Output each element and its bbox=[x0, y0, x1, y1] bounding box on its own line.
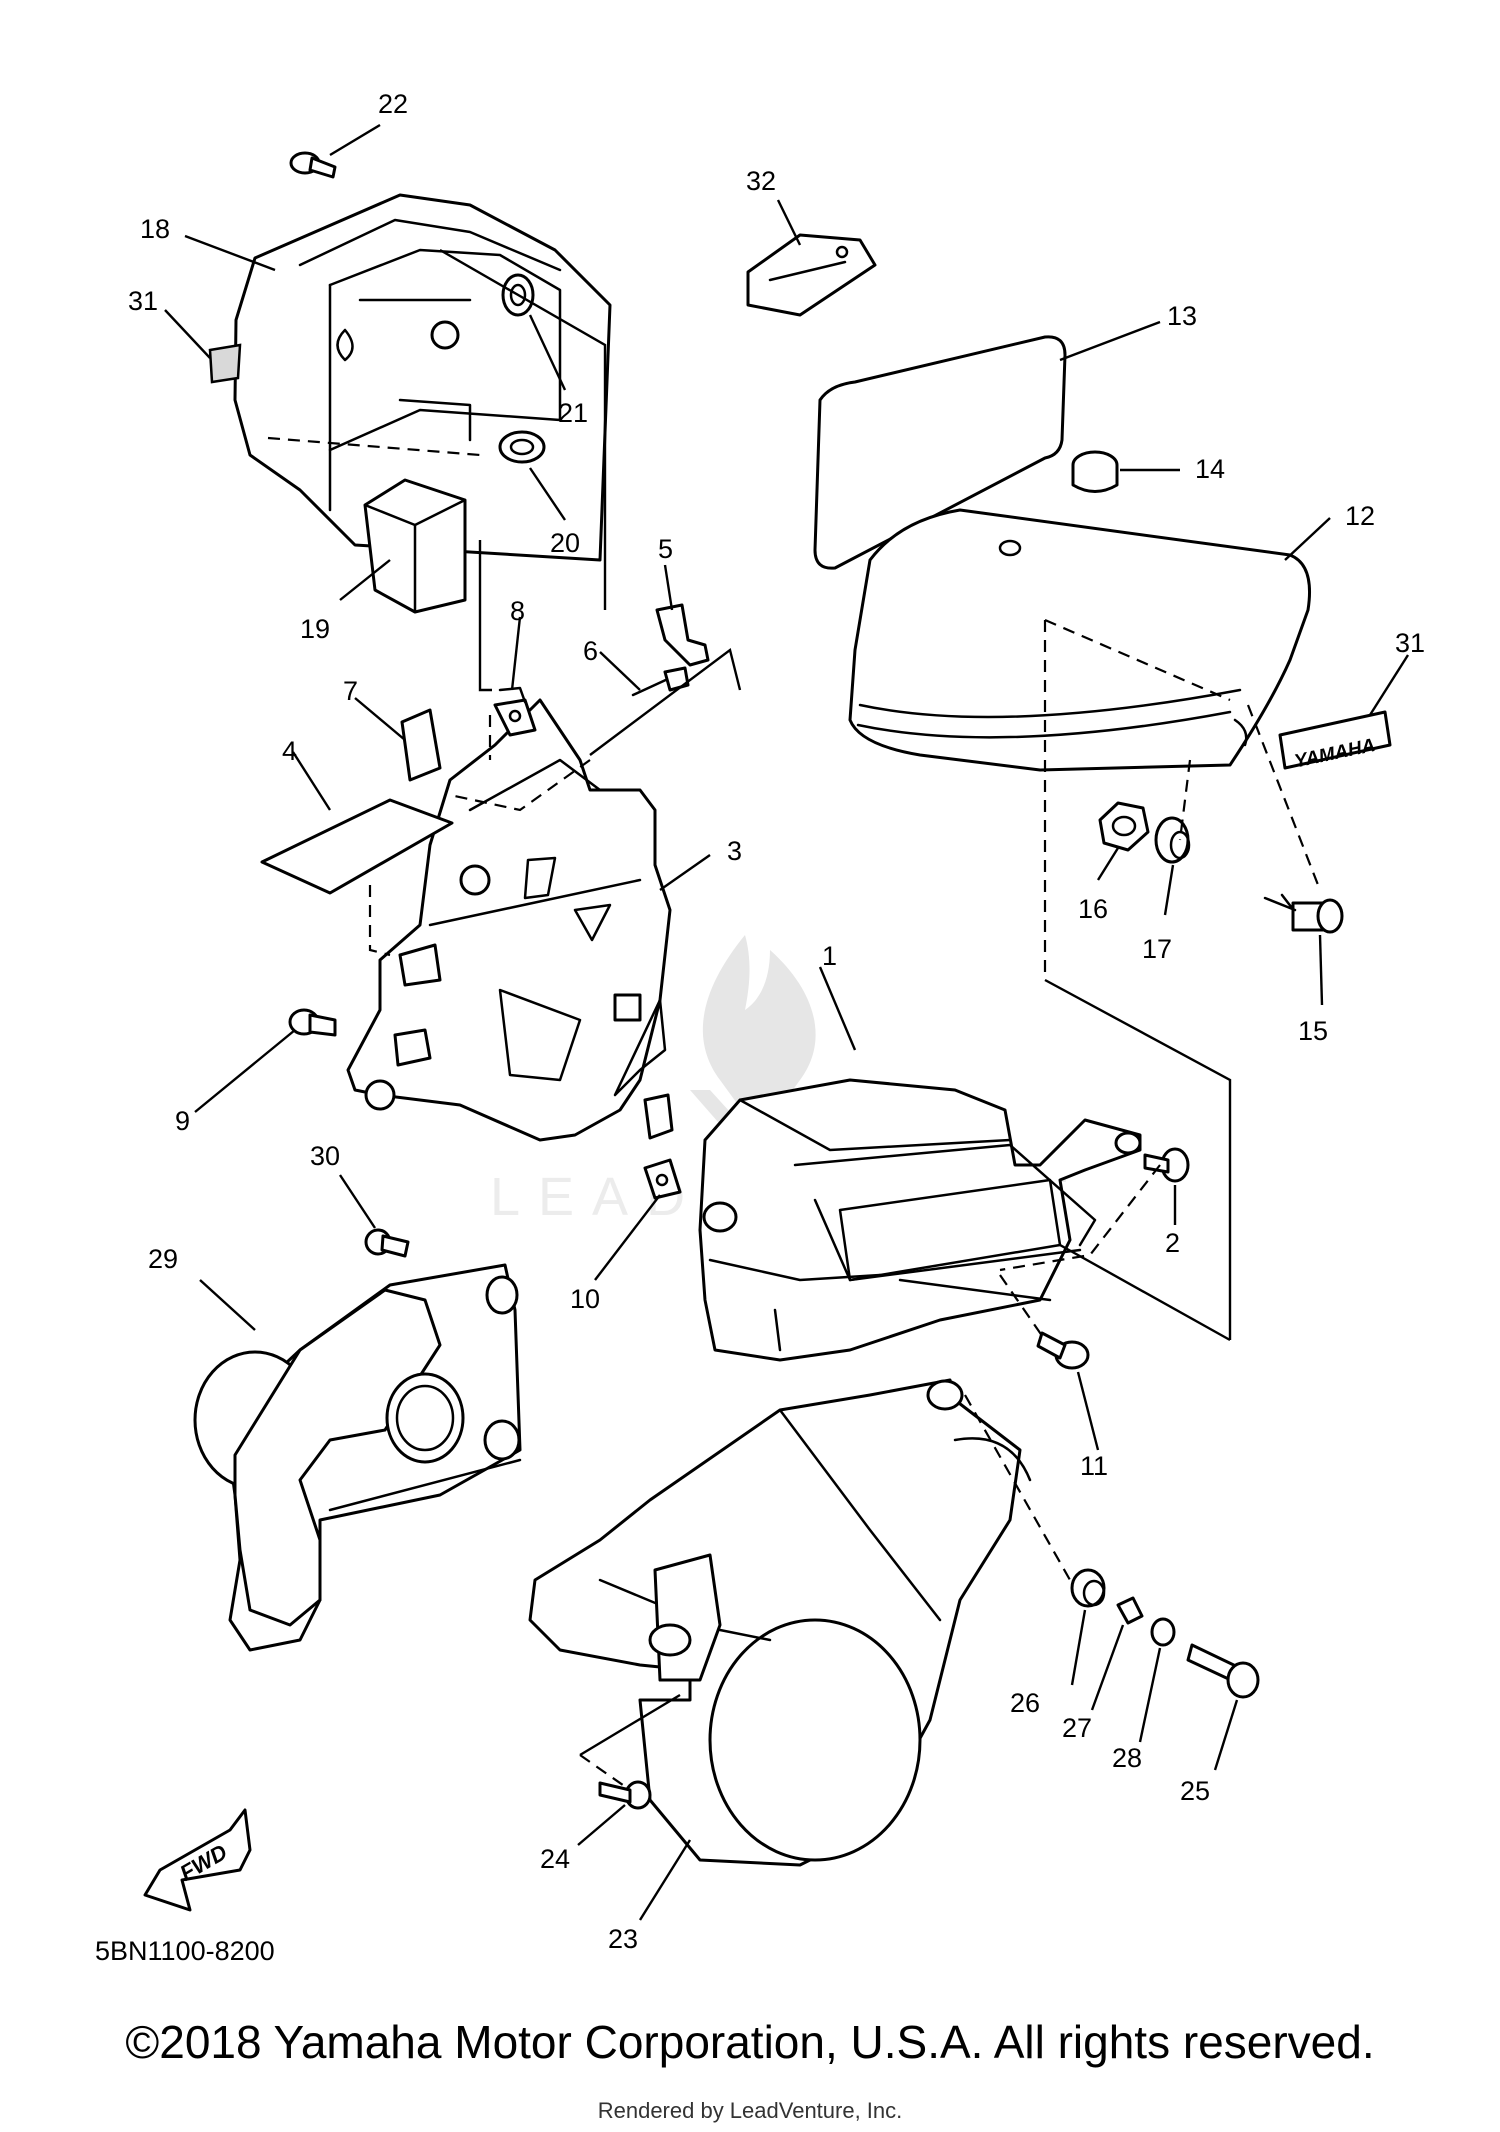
callout-16: 16 bbox=[1078, 894, 1108, 924]
part-23-housing bbox=[528, 1378, 1032, 1867]
callout-20: 20 bbox=[550, 528, 580, 558]
callout-4: 4 bbox=[282, 736, 297, 766]
part-9-bolt bbox=[288, 1008, 337, 1037]
part-27-collar bbox=[1116, 1596, 1144, 1625]
part-16-nut bbox=[1098, 801, 1150, 852]
callout-27: 27 bbox=[1062, 1713, 1092, 1743]
callout-labels: 1 2 3 4 5 6 7 8 9 10 11 12 13 14 15 16 1… bbox=[128, 89, 1425, 1954]
part-5-clip bbox=[655, 603, 710, 667]
callout-17: 17 bbox=[1142, 934, 1172, 964]
part-7-pad bbox=[400, 708, 442, 782]
callout-21: 21 bbox=[558, 398, 588, 428]
part-26-grommet bbox=[1070, 1568, 1106, 1608]
part-29-cover bbox=[193, 1263, 522, 1652]
callout-6: 6 bbox=[583, 636, 598, 666]
callout-26: 26 bbox=[1010, 1688, 1040, 1718]
part-20-grommet bbox=[498, 430, 546, 464]
callout-10: 10 bbox=[570, 1284, 600, 1314]
callout-11: 11 bbox=[1080, 1451, 1108, 1481]
callout-19: 19 bbox=[300, 614, 330, 644]
part-22-bolt bbox=[289, 151, 337, 179]
callout-3: 3 bbox=[727, 836, 742, 866]
part-8-clip-nut bbox=[493, 686, 537, 737]
callout-8: 8 bbox=[510, 596, 525, 626]
part-3-bracket bbox=[346, 698, 674, 1142]
part-30-bolt bbox=[364, 1228, 410, 1258]
callout-2: 2 bbox=[1165, 1228, 1180, 1258]
callout-5: 5 bbox=[658, 534, 673, 564]
callout-23: 23 bbox=[608, 1924, 638, 1954]
callout-25: 25 bbox=[1180, 1776, 1210, 1806]
callout-7: 7 bbox=[343, 676, 358, 706]
part-25-bolt bbox=[1186, 1643, 1260, 1699]
callout-24: 24 bbox=[540, 1844, 570, 1874]
callout-22: 22 bbox=[378, 89, 408, 119]
callout-31-right: 31 bbox=[1395, 628, 1425, 658]
part-4-sheet bbox=[260, 798, 454, 895]
callout-29: 29 bbox=[148, 1244, 178, 1274]
fwd-arrow-icon: FWD bbox=[143, 1808, 252, 1912]
part-24-bolt bbox=[598, 1780, 652, 1810]
part-2-bolt bbox=[1143, 1147, 1190, 1183]
part-15-screw bbox=[1263, 893, 1344, 934]
part-17-grommet bbox=[1154, 816, 1191, 864]
callout-15: 15 bbox=[1298, 1016, 1328, 1046]
callout-28: 28 bbox=[1112, 1743, 1142, 1773]
part-31-tape-left bbox=[208, 343, 242, 384]
callout-1: 1 bbox=[822, 941, 837, 971]
callout-31-left: 31 bbox=[128, 286, 158, 316]
callout-12: 12 bbox=[1345, 501, 1375, 531]
part-32-label bbox=[746, 233, 877, 317]
part-14-grommet bbox=[1071, 450, 1119, 493]
part-1-air-box bbox=[698, 1078, 1142, 1362]
leader-lines bbox=[164, 123, 1410, 1921]
part-28-washer bbox=[1150, 1617, 1176, 1647]
part-10-nut bbox=[643, 1158, 682, 1200]
guide-lines bbox=[267, 248, 1322, 1791]
rendered-by-notice: Rendered by LeadVenture, Inc. bbox=[597, 2098, 903, 2123]
copyright-notice: ©2018 Yamaha Motor Corporation, U.S.A. A… bbox=[125, 2016, 1375, 2068]
part-6-rivet bbox=[631, 666, 690, 697]
diagram-code: 5BN1100-8200 bbox=[95, 1936, 275, 1966]
part-31-yamaha-emblem: YAMAHA bbox=[1278, 710, 1392, 773]
part-12-side-cover bbox=[848, 508, 1312, 772]
part-19-block bbox=[363, 478, 467, 614]
callout-32: 32 bbox=[746, 166, 776, 196]
callout-14: 14 bbox=[1195, 454, 1225, 484]
callout-9: 9 bbox=[175, 1106, 190, 1136]
part-11-bolt bbox=[1036, 1331, 1090, 1370]
callout-18: 18 bbox=[140, 214, 170, 244]
callout-13: 13 bbox=[1167, 301, 1197, 331]
callout-30: 30 bbox=[310, 1141, 340, 1171]
part-13-pad bbox=[813, 335, 1067, 570]
